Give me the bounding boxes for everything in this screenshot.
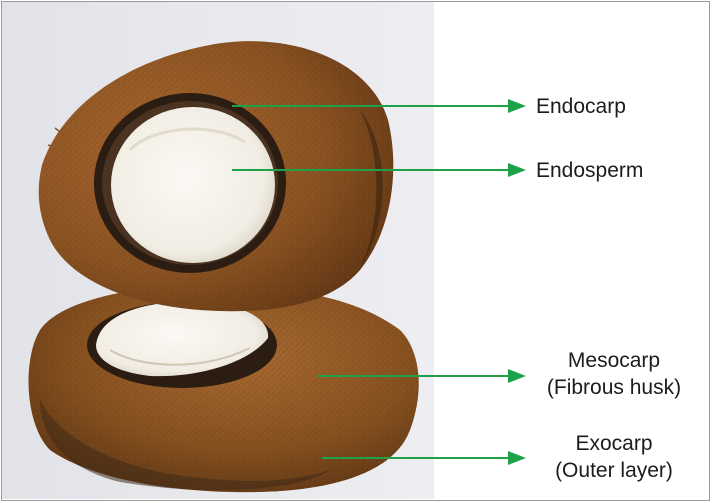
label-endocarp: Endocarp [536,93,626,120]
arrow-right-icon [508,451,526,465]
label-mesocarp: Mesocarp (Fibrous husk) [528,347,700,401]
label-endosperm: Endosperm [536,157,643,184]
arrow-right-icon [508,369,526,383]
label-mesocarp-title: Mesocarp [528,347,700,374]
label-mesocarp-subtitle: (Fibrous husk) [528,374,700,401]
label-exocarp-title: Exocarp [528,430,700,457]
label-endosperm-text: Endosperm [536,157,643,184]
bottom-coconut-half [29,285,419,492]
label-exocarp: Exocarp (Outer layer) [528,430,700,484]
label-endocarp-text: Endocarp [536,93,626,120]
arrow-right-icon [508,163,526,177]
arrow-right-icon [508,99,526,113]
label-exocarp-subtitle: (Outer layer) [528,457,700,484]
